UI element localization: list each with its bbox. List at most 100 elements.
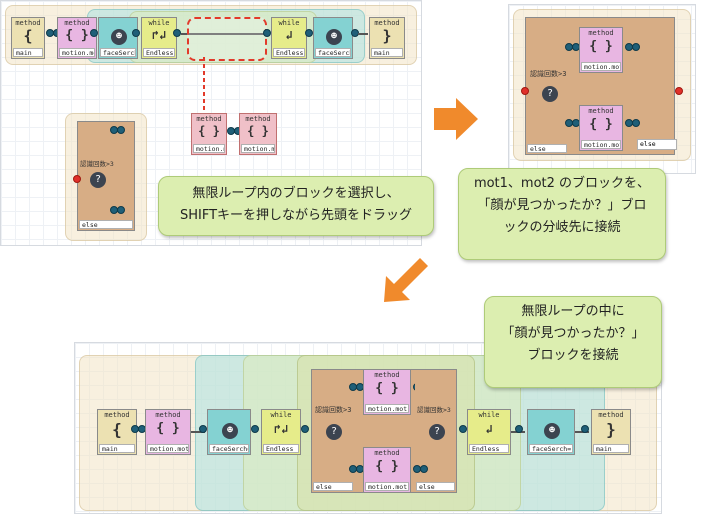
method-block-main[interactable]: method { main bbox=[11, 17, 45, 59]
face-search-block[interactable]: ☻ faceSerch= bbox=[313, 17, 353, 59]
braces-icon: { } bbox=[65, 28, 89, 43]
caption-line: 無限ループの中に bbox=[521, 304, 625, 319]
block-label: motion.mot bbox=[581, 62, 621, 71]
block-label: motion.mot bbox=[59, 48, 95, 57]
braces-icon: { } bbox=[375, 381, 399, 396]
method-block-motion[interactable]: method { } motion.mot bbox=[145, 409, 191, 455]
output-arrow-icon[interactable] bbox=[675, 87, 683, 95]
method-block-main[interactable]: method { main bbox=[97, 409, 137, 455]
caption-line: mot1、mot2 のブロックを、 bbox=[473, 176, 651, 191]
loop-close-icon: ↲ bbox=[485, 422, 493, 436]
loop-open-icon: ↱↲ bbox=[151, 28, 167, 42]
while-open-block[interactable]: while ↱↲ Endless bbox=[141, 17, 177, 59]
connector-line bbox=[191, 431, 205, 433]
brace-close-icon: } bbox=[606, 420, 616, 439]
connector-line bbox=[358, 33, 368, 35]
connector-line bbox=[181, 33, 267, 35]
block-caption: method bbox=[245, 115, 271, 123]
orange-down-left-arrow-icon bbox=[384, 258, 428, 302]
caption-connect-loop-bubble: 無限ループの中に 「顔が見つかったか？」 ブロックを接続 bbox=[484, 296, 662, 388]
method-block-motion[interactable]: method { } motion.mot bbox=[57, 17, 97, 59]
block-caption: 認識回数>3 bbox=[417, 406, 451, 414]
selected-method-block-2[interactable]: method { } motion.mot bbox=[239, 113, 277, 155]
input-arrow-icon[interactable] bbox=[73, 175, 81, 183]
question-face-icon: ? bbox=[429, 424, 445, 440]
braces-icon: { } bbox=[589, 39, 613, 54]
block-label: else bbox=[416, 482, 455, 491]
orange-right-arrow-icon bbox=[434, 98, 478, 140]
caption-line: 「顔が見つかったか？」 bbox=[501, 326, 645, 341]
loop-open-icon: ↱↲ bbox=[273, 422, 289, 436]
caption-line: 無限ループ内のブロックを選択し、 bbox=[192, 186, 400, 201]
caption-drag-bubble: 無限ループ内のブロックを選択し、 SHIFTキーを押しながら先頭をドラッグ bbox=[158, 176, 434, 236]
method-block-main-close[interactable]: method } main bbox=[591, 409, 631, 455]
block-label: motion.mot bbox=[581, 140, 621, 149]
block-label: faceSerch= bbox=[315, 48, 351, 57]
block-caption: while bbox=[478, 411, 500, 419]
branch-right-half: 認識回数>3 ? else bbox=[415, 369, 457, 493]
braces-icon: { } bbox=[247, 124, 269, 138]
block-label: Endless bbox=[273, 48, 305, 57]
loop-close-icon: ↲ bbox=[285, 28, 293, 42]
block-label: motion.mot bbox=[241, 144, 275, 153]
block-label: faceSerch= bbox=[100, 48, 136, 57]
while-close-block[interactable]: while ↲ Endless bbox=[467, 409, 511, 455]
method-block-mot1[interactable]: method { } motion.mot bbox=[579, 27, 623, 73]
editor-panel-bottom: method { main method { } motion.mot ☻ fa… bbox=[74, 342, 662, 514]
block-caption: method bbox=[374, 19, 400, 27]
face-search-block[interactable]: ☻ faceSerch= bbox=[98, 17, 138, 59]
block-label: else bbox=[527, 144, 567, 153]
while-open-block[interactable]: while ↱↲ Endless bbox=[261, 409, 301, 455]
block-label: Endless bbox=[469, 444, 509, 453]
block-label: main bbox=[13, 48, 43, 57]
braces-icon: { } bbox=[156, 421, 180, 436]
method-block-mot2[interactable]: method { } motion.mot bbox=[579, 105, 623, 151]
block-caption: method bbox=[598, 411, 624, 419]
caption-line: ックの分岐先に接続 bbox=[503, 220, 621, 235]
editor-panel-top-right: 認識回数>3 ? else method { } motion.mot meth… bbox=[508, 4, 696, 174]
block-caption: method bbox=[374, 449, 400, 457]
block-label: motion.mot bbox=[147, 444, 189, 453]
brace-open-icon: { bbox=[23, 27, 33, 45]
block-caption: while bbox=[270, 411, 292, 419]
block-caption: method bbox=[15, 19, 41, 27]
block-label: Endless bbox=[143, 48, 175, 57]
question-face-icon: ? bbox=[542, 86, 558, 102]
question-face-icon: ? bbox=[90, 172, 106, 188]
brace-open-icon: { bbox=[112, 420, 122, 439]
selected-method-block-1[interactable]: method { } motion.mot bbox=[191, 113, 227, 155]
braces-icon: { } bbox=[589, 117, 613, 132]
block-label: else bbox=[313, 482, 353, 491]
input-arrow-icon[interactable] bbox=[521, 87, 529, 95]
block-label: main bbox=[371, 48, 403, 57]
block-label: motion.mot bbox=[365, 482, 409, 491]
method-block-mot1[interactable]: method { } motion.mot bbox=[363, 369, 411, 415]
method-block-mot2[interactable]: method { } motion.mot bbox=[363, 447, 411, 493]
while-close-block[interactable]: while ↲ Endless bbox=[271, 17, 307, 59]
face-search-block[interactable]: ☻ faceSerch= bbox=[527, 409, 575, 455]
face-found-branch-block[interactable]: 認識回数>3 ? else bbox=[77, 121, 135, 231]
block-label: main bbox=[593, 444, 629, 453]
block-label: else bbox=[79, 220, 133, 229]
caption-line: ブロックを接続 bbox=[527, 348, 619, 363]
selection-dashed-box bbox=[187, 17, 267, 61]
block-caption: method bbox=[374, 371, 400, 379]
block-caption: method bbox=[196, 115, 222, 123]
braces-icon: { } bbox=[198, 124, 220, 138]
caption-connect-branch-bubble: mot1、mot2 のブロックを、 「顔が見つかったか？」ブロ ックの分岐先に接… bbox=[458, 168, 666, 260]
face-icon: ☻ bbox=[326, 29, 342, 45]
block-label: faceSerch= bbox=[529, 444, 573, 453]
block-label: main bbox=[99, 444, 135, 453]
block-caption: method bbox=[155, 411, 181, 419]
block-label: else bbox=[637, 139, 677, 150]
block-caption: method bbox=[588, 29, 614, 37]
method-block-main-close[interactable]: method } main bbox=[369, 17, 405, 59]
brace-close-icon: } bbox=[382, 27, 392, 45]
block-caption: method bbox=[104, 411, 130, 419]
face-icon: ☻ bbox=[544, 423, 560, 439]
block-label: faceSerch= bbox=[209, 444, 249, 453]
block-caption: 認識回数>3 bbox=[80, 160, 114, 168]
face-icon: ☻ bbox=[222, 423, 238, 439]
face-search-block[interactable]: ☻ faceSerch= bbox=[207, 409, 251, 455]
block-caption: while bbox=[278, 19, 300, 27]
